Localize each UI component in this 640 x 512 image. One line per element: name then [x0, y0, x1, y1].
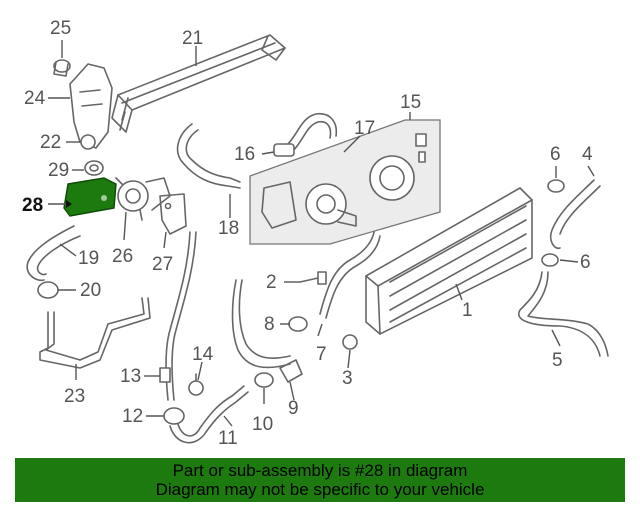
callout-8: 8 — [264, 314, 275, 335]
info-banner: Part or sub-assembly is #28 in diagram D… — [15, 458, 625, 502]
part-13-pipe — [171, 231, 197, 401]
part-21-bar — [111, 34, 286, 133]
part-2-bolt — [299, 271, 327, 285]
part-10-clamp — [254, 372, 274, 388]
callout-26: 26 — [112, 246, 133, 267]
part-12-clamp — [163, 407, 185, 425]
leader-lines — [48, 40, 595, 427]
callout-17: 17 — [354, 118, 375, 139]
callout-14: 14 — [192, 344, 214, 365]
part-22-nut — [80, 134, 96, 150]
callout-24: 24 — [24, 88, 46, 109]
part-5-hose — [517, 271, 601, 357]
part-16-pipe — [273, 112, 338, 157]
part-4-hose — [549, 179, 595, 250]
callout-25: 25 — [50, 18, 71, 39]
part-11-hose — [169, 391, 249, 444]
part-6-clamp-upper — [547, 179, 565, 193]
part-27-bracket — [159, 193, 187, 235]
banner-line-1: Part or sub-assembly is #28 in diagram — [172, 461, 468, 480]
callout-27: 27 — [152, 254, 173, 275]
callout-5: 5 — [552, 350, 563, 371]
part-9-fitting — [279, 359, 303, 383]
parts-diagram: 25 21 24 22 29 28 26 27 18 15 16 17 19 2… — [22, 18, 609, 449]
callout-7: 7 — [316, 344, 327, 365]
part-28-bracket-highlighted — [63, 177, 117, 217]
part-14-bolt — [188, 373, 204, 396]
callout-16: 16 — [234, 144, 255, 165]
part-3-nut — [342, 334, 358, 350]
middle-hose — [231, 279, 291, 369]
part-6-clamp-lower — [541, 253, 559, 267]
callout-9: 9 — [288, 398, 299, 419]
callout-10: 10 — [252, 414, 273, 435]
part-23-pipe — [39, 297, 151, 369]
callout-1: 1 — [462, 300, 473, 321]
callout-18: 18 — [218, 218, 239, 239]
part-15-subassembly-box — [249, 119, 441, 245]
callout-19: 19 — [78, 248, 99, 269]
callout-6-lower: 6 — [580, 252, 591, 273]
part-24-bracket — [69, 63, 113, 149]
callout-28-highlighted: 28 — [22, 195, 43, 216]
part-1-radiator — [365, 187, 533, 335]
part-29-grommet — [84, 160, 104, 176]
callout-11: 11 — [218, 428, 238, 449]
part-8-clamp — [288, 316, 308, 332]
part-19-hose — [26, 225, 75, 282]
part-20-clamp — [37, 281, 59, 299]
part-26-pump — [115, 177, 171, 221]
part-18-hose — [176, 123, 241, 189]
callout-labels: 25 21 24 22 29 28 26 27 18 15 16 17 19 2… — [22, 18, 593, 449]
callout-20: 20 — [80, 280, 101, 301]
callout-15: 15 — [400, 92, 421, 113]
callout-23: 23 — [64, 386, 85, 407]
part-25-bolt — [53, 59, 71, 77]
callout-13: 13 — [120, 366, 141, 387]
callout-21: 21 — [182, 28, 203, 49]
callout-22: 22 — [40, 132, 61, 153]
callout-6-upper: 6 — [550, 144, 561, 165]
part-7-hose — [325, 235, 381, 319]
callout-12: 12 — [122, 406, 143, 427]
callout-29: 29 — [48, 160, 69, 181]
callout-4: 4 — [582, 144, 593, 165]
callout-3: 3 — [342, 368, 353, 389]
banner-line-2: Diagram may not be specific to your vehi… — [155, 480, 485, 499]
callout-2: 2 — [266, 272, 277, 293]
